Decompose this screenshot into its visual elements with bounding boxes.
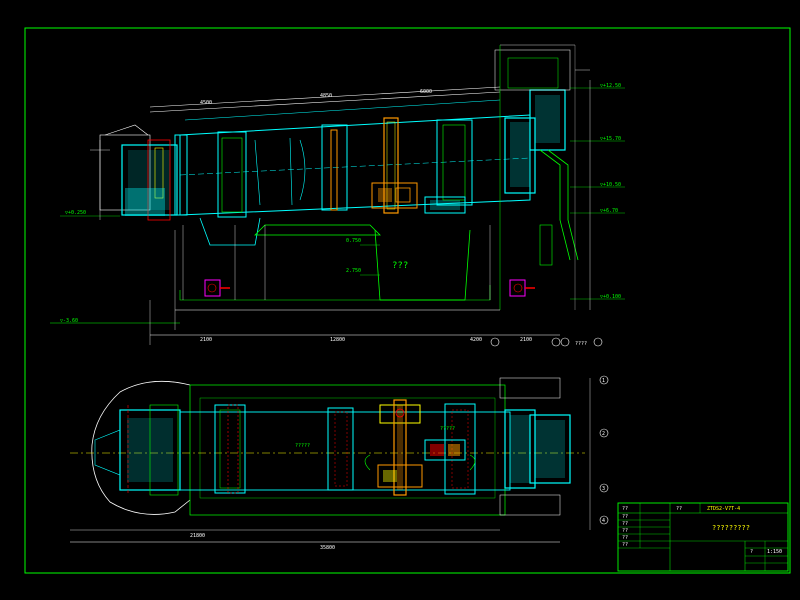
tb-cell-0: ?? (622, 506, 628, 512)
grid-marker-3: 4 (602, 518, 605, 524)
elev-label-2: ▽+10.50 (600, 182, 621, 188)
plan-dim-0: 21800 (190, 533, 205, 539)
tb-cell-7: ? (750, 549, 753, 555)
elev-label-3: ▽+6.70 (600, 208, 618, 214)
scale-label: 1:150 (767, 549, 782, 555)
dim-bottom-0: 2100 (200, 337, 212, 343)
elevation-view: 4500 4850 6000 (50, 44, 625, 347)
grid-marker-2: 3 (602, 486, 605, 492)
dim-bottom-1: 12800 (330, 337, 345, 343)
elev-label-1: ▽+15.70 (600, 136, 621, 142)
tb-cell-1: ?? (622, 514, 628, 520)
drawing-number: ZTDS2-V7T-4 (707, 506, 740, 512)
dim-bottom-3: 2100 (520, 337, 532, 343)
kiln-inlet-hood (99, 124, 178, 221)
site-contour (91, 380, 191, 515)
kiln-shell-plan (179, 411, 511, 491)
kiln-shell (179, 114, 531, 216)
kiln-tyre-3 (436, 119, 473, 206)
kiln-tyre-1 (217, 131, 247, 218)
center-label: ??? (392, 261, 408, 271)
elev-label-0: ▽+12.50 (600, 83, 621, 89)
title-block: ?? ?? ?? ?? ?? ?? ?? ZTDS2-V7T-4 ???????… (617, 502, 789, 572)
elev-label-6: ▽-3.60 (60, 318, 78, 324)
inlet-plan (94, 404, 181, 496)
plan-label-1: ????? (440, 426, 455, 432)
dim-top-2: 6000 (420, 89, 432, 95)
tb-cell-5: ?? (622, 542, 628, 548)
dim-bottom-2: 4200 (470, 337, 482, 343)
label-2750: 2.750 (346, 268, 361, 274)
drive-assembly (371, 117, 466, 214)
grid-marker-1: 2 (602, 431, 605, 437)
dim-top-1: 4850 (320, 93, 332, 99)
tb-cell-4: ?? (622, 535, 628, 541)
upper-callout: ???? (575, 341, 587, 347)
drive-plan (377, 399, 466, 496)
label-0750: 0.750 (346, 238, 361, 244)
dim-top-0: 4500 (200, 100, 212, 106)
tb-cell-2: ?? (622, 521, 628, 527)
fan-left (204, 279, 230, 297)
drawing-title: ????????? (712, 524, 750, 532)
fan-right (509, 279, 535, 297)
plan-label-0: ????? (295, 443, 310, 449)
outlet-plan (499, 377, 571, 516)
grid-markers: 1 2 3 4 (599, 375, 609, 525)
drawing-frame-outer (24, 27, 791, 574)
elev-label-7: ▽+0.100 (600, 294, 621, 300)
elev-label-4: ▽+0.250 (65, 210, 86, 216)
tb-cell-3: ?? (622, 528, 628, 534)
plan-view: ????? ????? 21800 35800 1 2 3 4 (70, 375, 609, 551)
plan-dim-1: 35800 (320, 545, 335, 551)
grid-marker-0: 1 (602, 378, 605, 384)
tb-cell-6: ?? (676, 506, 682, 512)
kiln-outlet-hood (494, 49, 579, 266)
kiln-piers (179, 217, 491, 301)
